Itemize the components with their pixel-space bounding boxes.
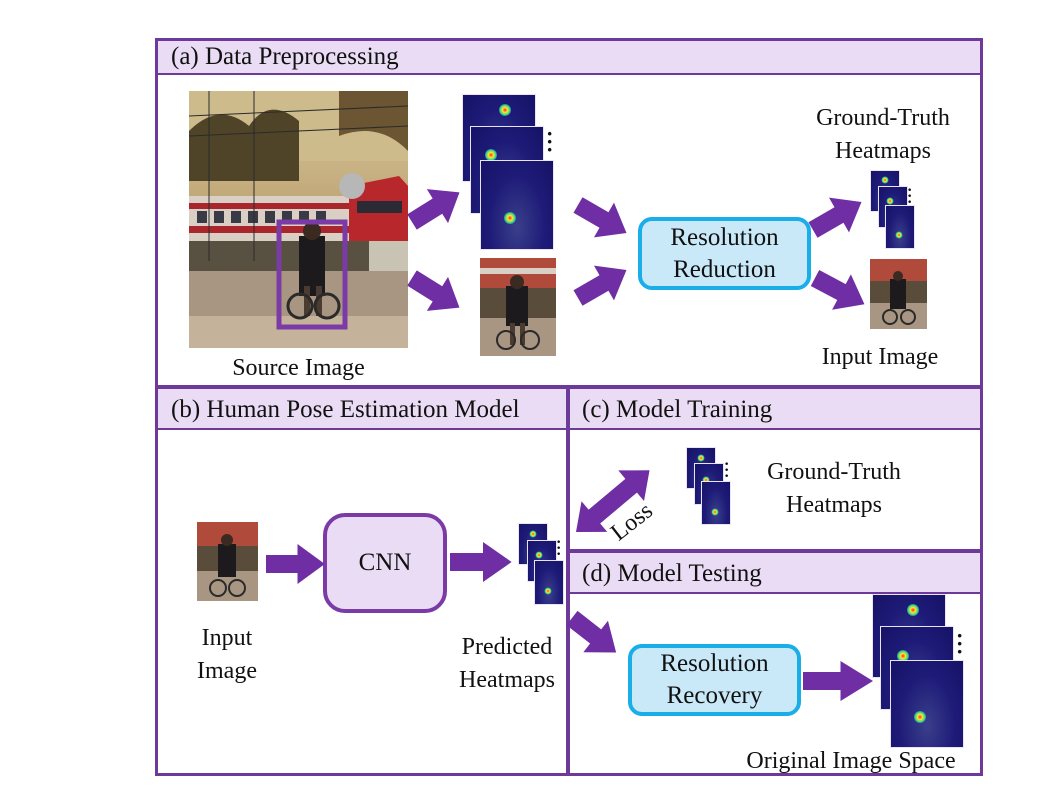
arrow-reduction-to-input xyxy=(805,260,874,322)
panel-c-title: (c) Model Training xyxy=(582,396,773,423)
input-image-label-b-1: Input xyxy=(201,625,253,651)
predicted-heatmaps-label-2: Heatmaps xyxy=(459,667,555,693)
divider-bc xyxy=(566,385,570,776)
loss-double-arrow xyxy=(576,470,650,532)
vertical-ellipsis-icon: ··· xyxy=(956,623,964,664)
resolution-recovery-line2: Recovery xyxy=(666,682,763,709)
source-image xyxy=(189,91,408,348)
cnn-label: CNN xyxy=(358,549,412,576)
panel-a-title: (a) Data Preprocessing xyxy=(171,43,399,70)
vertical-ellipsis-icon: ··· xyxy=(724,456,730,485)
orig-heatmap-3 xyxy=(890,660,964,748)
panel-b-header xyxy=(158,389,567,429)
resolution-reduction-line1: Resolution xyxy=(670,223,779,251)
resolution-recovery-line1: Resolution xyxy=(660,650,769,677)
vertical-ellipsis-icon: ··· xyxy=(907,182,913,211)
divider-cd xyxy=(567,549,983,553)
gt-heatmaps-label-a-1: Ground-Truth xyxy=(816,105,950,131)
pred-heatmap-3 xyxy=(534,560,564,605)
vertical-ellipsis-icon: ··· xyxy=(546,121,554,162)
gt-heatmap-c3 xyxy=(701,481,731,525)
gt-heatmaps-label-c-1: Ground-Truth xyxy=(767,459,901,485)
panel-c-header xyxy=(570,389,980,429)
panel-d-title: (d) Model Testing xyxy=(582,560,762,587)
arrow-crop-to-reduction xyxy=(568,252,637,316)
original-image-space-label: Original Image Space xyxy=(746,748,956,774)
panel-a-header xyxy=(158,41,980,75)
gt-heatmaps-label-c-2: Heatmaps xyxy=(786,492,882,518)
arrow-to-recovery xyxy=(559,602,629,669)
arrow-heatmaps-to-reduction xyxy=(568,187,637,251)
arrow-recovery-to-original xyxy=(803,661,873,701)
arrow-input-to-cnn xyxy=(266,544,325,584)
cnn-box: CNN xyxy=(323,513,447,613)
input-image-label-b-2: Image xyxy=(197,658,257,684)
arrow-source-to-crop xyxy=(401,261,471,325)
gt-heatmaps-label-a-2: Heatmaps xyxy=(835,138,931,164)
panel-b-title: (b) Human Pose Estimation Model xyxy=(171,396,520,423)
predicted-heatmaps-label-1: Predicted xyxy=(461,634,553,660)
input-image-label-a: Input Image xyxy=(821,344,939,370)
vertical-ellipsis-icon: ··· xyxy=(556,534,562,563)
heatmap-a3 xyxy=(480,160,554,250)
divider-b-header xyxy=(155,428,569,430)
divider-a-bottom xyxy=(155,73,983,75)
input-image-b xyxy=(197,522,258,601)
cropped-image-a xyxy=(480,258,556,356)
source-image-label: Source Image xyxy=(232,355,365,381)
arrow-reduction-to-gt xyxy=(803,184,872,248)
gt-heatmap-a3 xyxy=(885,205,915,249)
panel-d-header xyxy=(570,553,980,593)
input-image-a xyxy=(870,259,927,329)
arrow-cnn-to-heatmaps xyxy=(450,542,512,582)
divider-c-header xyxy=(567,428,983,430)
divider-d-header xyxy=(567,592,983,594)
resolution-reduction-line2: Reduction xyxy=(673,255,776,283)
arrow-source-to-heatmaps xyxy=(401,175,471,239)
